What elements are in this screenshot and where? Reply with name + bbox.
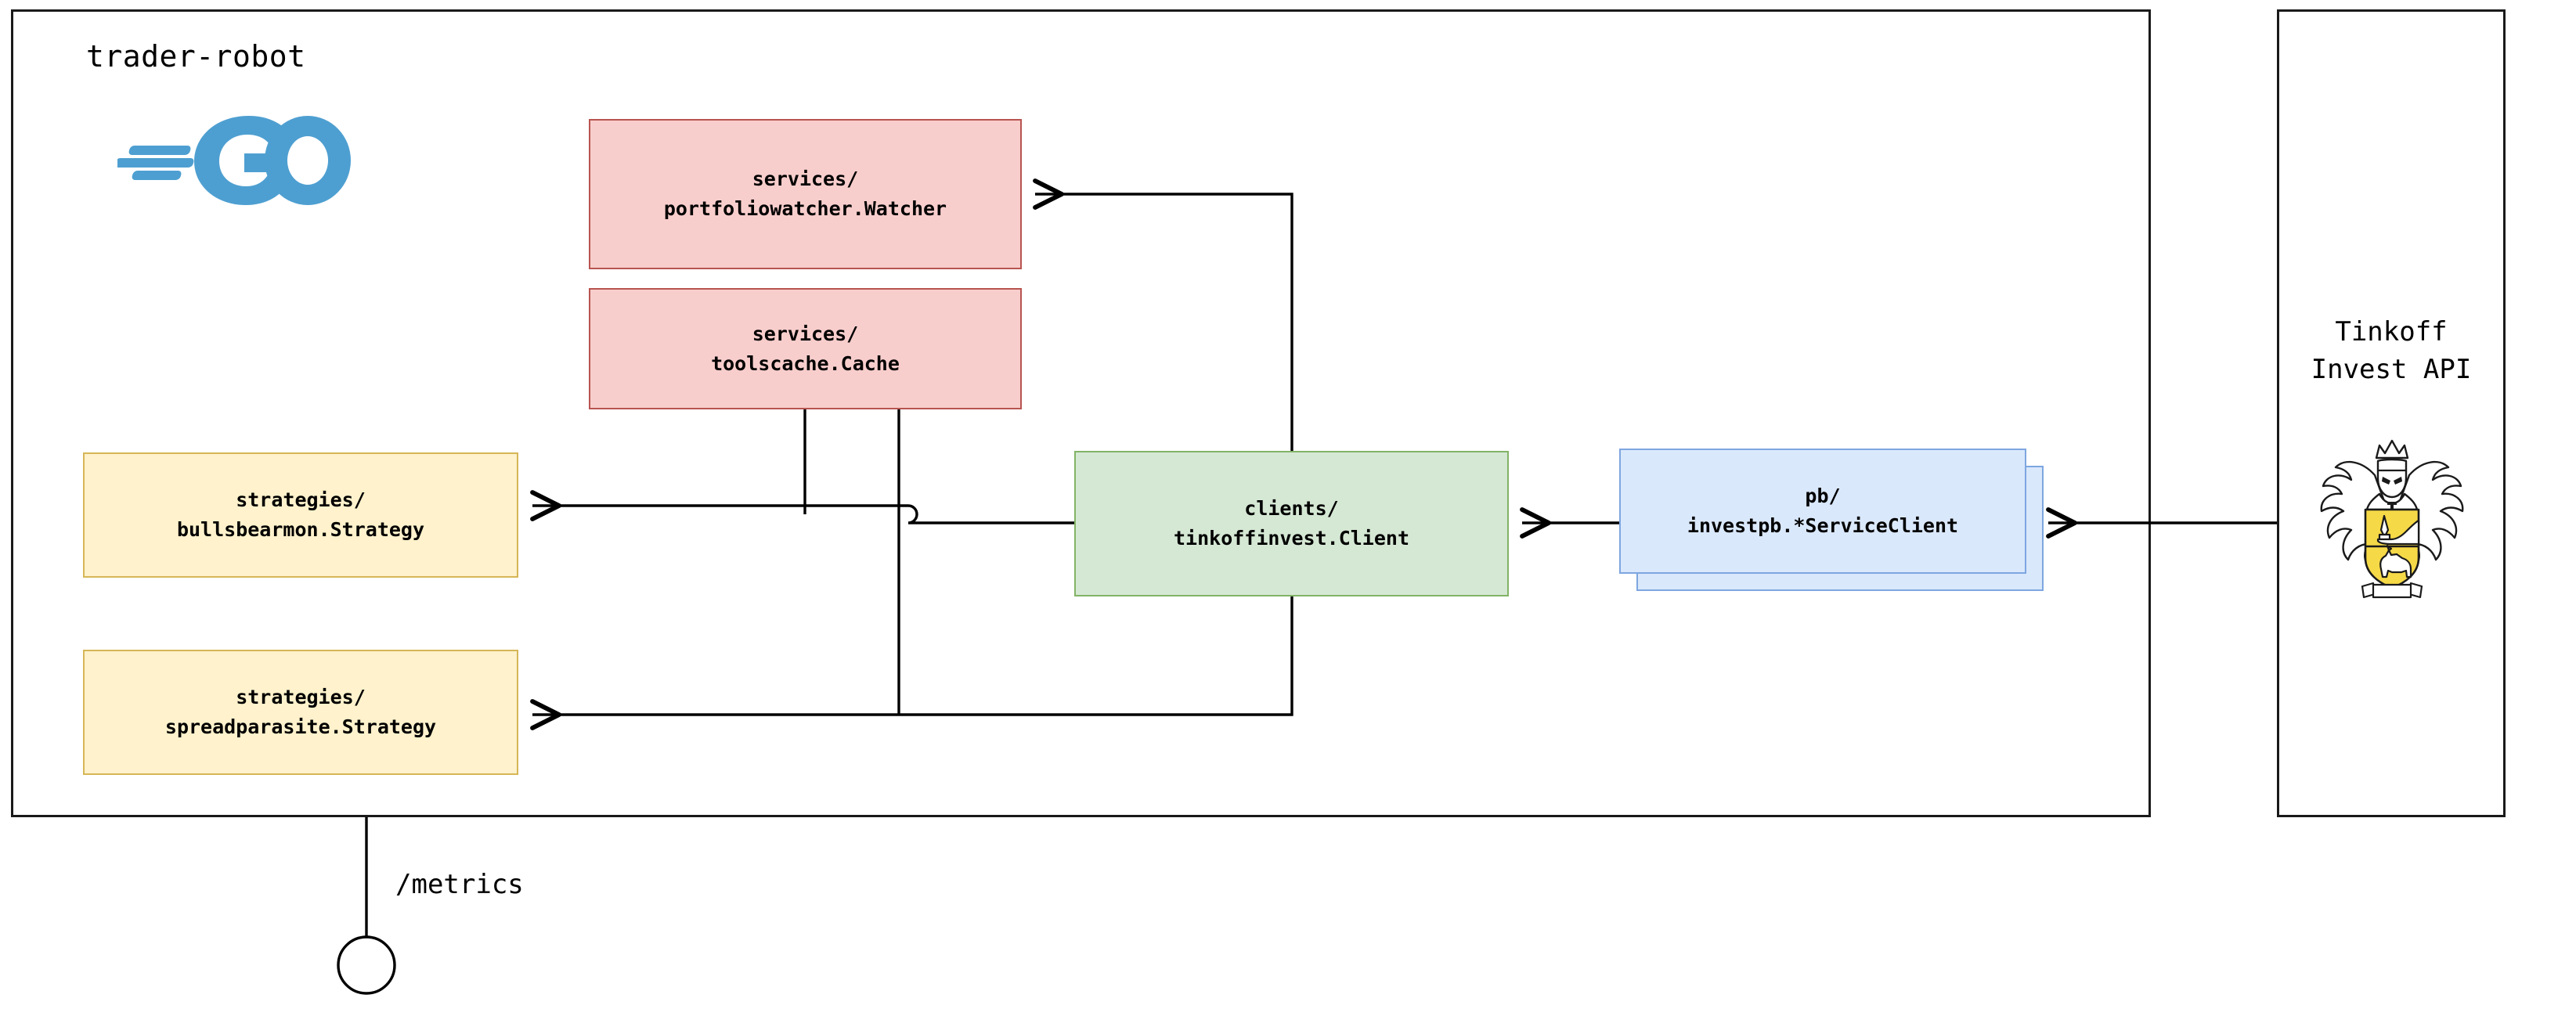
tinkoff-coat-of-arms-logo: [2314, 434, 2470, 603]
node-investpb-serviceclient[interactable]: pb/ investpb.*ServiceClient: [1619, 449, 2026, 574]
node-tinkoffinvest-client[interactable]: clients/ tinkoffinvest.Client: [1074, 451, 1509, 596]
trader-robot-title: trader-robot: [86, 39, 306, 74]
tinkoff-invest-api-title: Tinkoff Invest API: [2311, 316, 2472, 386]
node-portfoliowatcher[interactable]: services/ portfoliowatcher.Watcher: [589, 119, 1022, 269]
tinkoff-invest-api-container: [2277, 9, 2506, 817]
node-spreadparasite-strategy[interactable]: strategies/ spreadparasite.Strategy: [83, 650, 518, 775]
metrics-endpoint-circle-icon: [337, 935, 396, 995]
go-gopher-logo: [114, 110, 352, 211]
node-toolscache[interactable]: services/ toolscache.Cache: [589, 288, 1022, 409]
node-bullsbearmon-strategy[interactable]: strategies/ bullsbearmon.Strategy: [83, 452, 518, 578]
metrics-endpoint-label: /metrics: [395, 869, 524, 900]
